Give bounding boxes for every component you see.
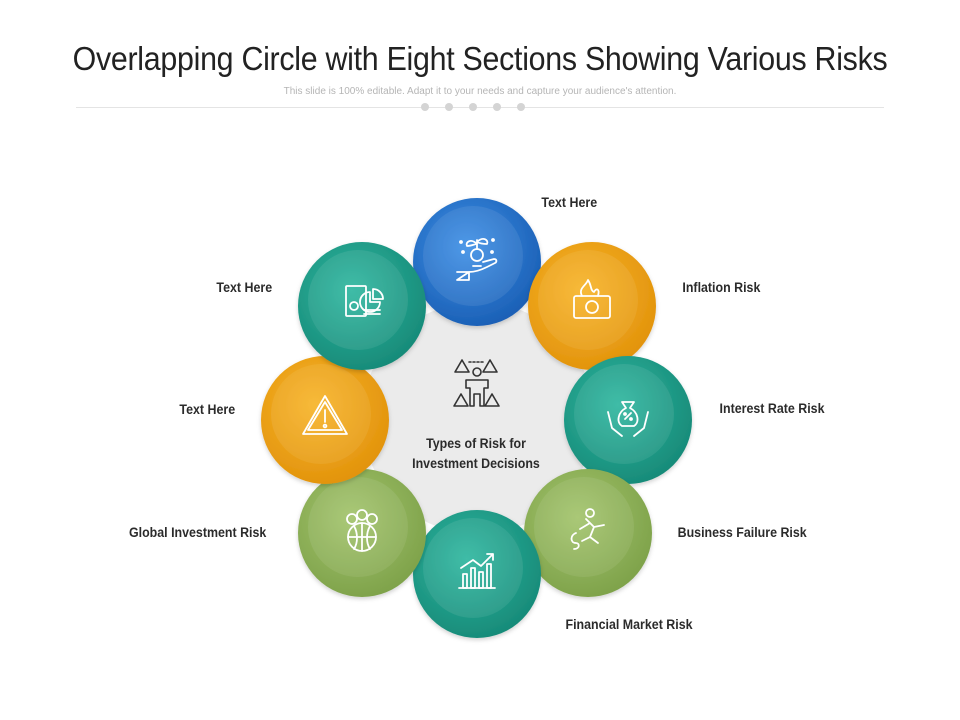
- divider-dot: [517, 103, 525, 111]
- divider-dots: [421, 103, 541, 113]
- center-caption-line1: Types of Risk for: [426, 436, 526, 451]
- center-circle: [362, 302, 594, 534]
- page-title: Overlapping Circle with Eight Sections S…: [72, 40, 888, 77]
- section-bubble-6: [298, 469, 426, 597]
- divider-dot: [469, 103, 477, 111]
- section-bubble-3: [564, 356, 692, 484]
- divider-dot: [445, 103, 453, 111]
- warning-icon: [302, 395, 348, 435]
- divider-dot: [493, 103, 501, 111]
- divider-dot: [421, 103, 429, 111]
- section-label-5: Financial Market Risk: [565, 617, 693, 632]
- section-label-6: Global Investment Risk: [128, 525, 267, 540]
- section-label-8: Text Here: [216, 280, 273, 295]
- section-bubble-5: [413, 510, 541, 638]
- section-highlight: [271, 364, 371, 464]
- title-divider: [76, 107, 884, 108]
- section-label-3: Interest Rate Risk: [719, 401, 825, 416]
- section-label-4: Business Failure Risk: [677, 525, 807, 540]
- section-bubble-2: [528, 242, 656, 370]
- section-label-7: Text Here: [179, 402, 236, 417]
- report-pie-chart-icon: [345, 285, 384, 317]
- section-label-2: Inflation Risk: [682, 280, 761, 295]
- center-caption: Types of Risk for Investment Decisions: [384, 434, 568, 474]
- section-highlight: [423, 206, 523, 306]
- page-subtitle: This slide is 100% editable. Adapt it to…: [283, 86, 677, 97]
- global-investment-icon: [346, 509, 378, 552]
- section-bubble-7: [261, 356, 389, 484]
- plant-money-hand-icon: [456, 238, 498, 281]
- market-chart-icon: [458, 553, 496, 589]
- risk-balance-icon: [453, 359, 500, 407]
- section-bubble-1: [413, 198, 541, 326]
- money-bag-hands-icon: [607, 401, 649, 437]
- section-bubble-8: [298, 242, 426, 370]
- section-highlight: [308, 477, 408, 577]
- center-caption-line2: Investment Decisions: [412, 456, 540, 471]
- falling-person-icon: [570, 508, 605, 550]
- section-bubble-4: [524, 469, 652, 597]
- burning-money-icon: [573, 279, 611, 319]
- section-label-1: Text Here: [541, 195, 598, 210]
- section-highlight: [538, 250, 638, 350]
- section-highlight: [308, 250, 408, 350]
